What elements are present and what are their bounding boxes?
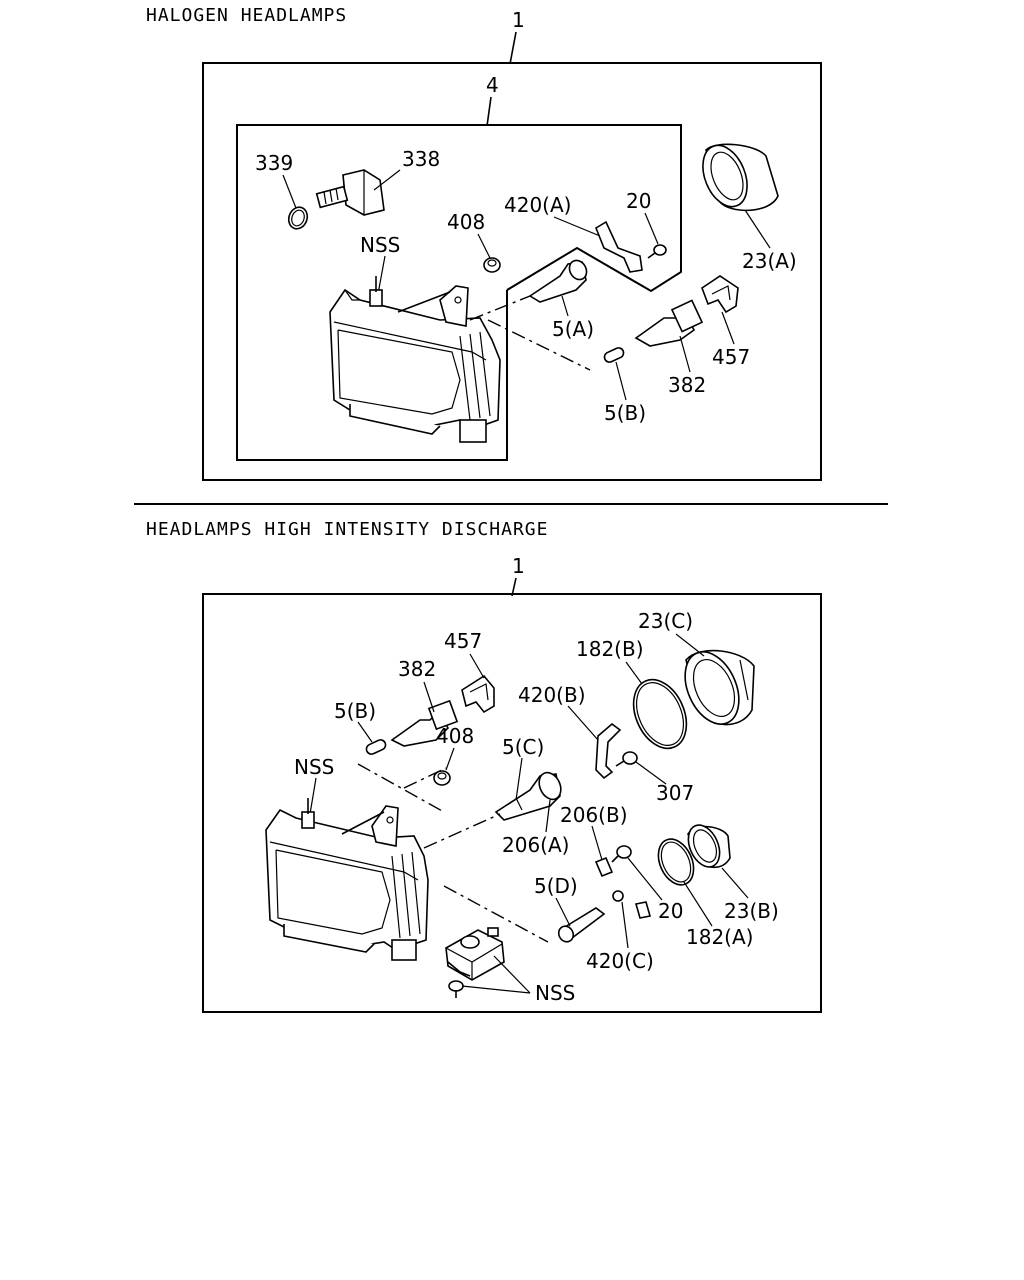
- label-nss-bottom: NSS: [535, 981, 575, 1005]
- cover-23b: [687, 824, 731, 869]
- label-382: 382: [668, 373, 706, 397]
- halogen-subassembly-ref: 4: [486, 73, 499, 97]
- bulb-5a: [528, 259, 588, 303]
- label-420c: 420(C): [586, 949, 654, 973]
- label-23c: 23(C): [638, 609, 693, 633]
- cover-23a: [702, 143, 779, 212]
- label-20-hid: 20: [658, 899, 683, 923]
- bushing-408-hid: [433, 770, 451, 786]
- label-20: 20: [626, 189, 651, 213]
- ballast-unit: [445, 927, 505, 981]
- headlamp-housing-halogen: [329, 276, 501, 443]
- label-206a: 206(A): [502, 833, 569, 857]
- label-339: 339: [255, 151, 293, 175]
- label-5d: 5(D): [534, 874, 578, 898]
- label-5b: 5(B): [604, 401, 646, 425]
- bracket-420a: [595, 220, 643, 273]
- label-nss-top: NSS: [294, 755, 334, 779]
- label-5b-hid: 5(B): [334, 699, 376, 723]
- hid-assembly-ref: 1: [512, 554, 525, 578]
- bulb-5b: [603, 347, 625, 363]
- adjuster-338: [315, 169, 385, 216]
- socket-382: [634, 299, 704, 347]
- o-ring-182b: [632, 678, 688, 750]
- hid-section-title: HEADLAMPS HIGH INTENSITY DISCHARGE: [146, 519, 548, 540]
- label-5a: 5(A): [552, 317, 594, 341]
- screw-307: [615, 751, 638, 767]
- cap-457: [701, 275, 739, 314]
- clip-206b: [594, 856, 614, 878]
- o-ring-182a: [657, 838, 695, 886]
- halogen-section-title: HALOGEN HEADLAMPS: [146, 5, 347, 26]
- label-408: 408: [447, 210, 485, 234]
- halogen-assembly-frame: [202, 62, 822, 481]
- label-206b: 206(B): [560, 803, 628, 827]
- label-420a: 420(A): [504, 193, 571, 217]
- label-338: 338: [402, 147, 440, 171]
- bulb-5b-hid: [365, 739, 387, 755]
- halogen-subassembly-outline: [236, 124, 682, 461]
- bushing-408: [483, 257, 501, 273]
- o-ring-339: [287, 206, 309, 230]
- label-457-hid: 457: [444, 629, 482, 653]
- halogen-assembly-ref: 1: [512, 8, 525, 32]
- label-nss: NSS: [360, 233, 400, 257]
- label-457: 457: [712, 345, 750, 369]
- bracket-420c: [612, 890, 652, 919]
- screw-20-hid: [611, 845, 632, 863]
- label-307: 307: [656, 781, 694, 805]
- socket-382-hid: [390, 699, 459, 747]
- label-420b: 420(B): [518, 683, 586, 707]
- hid-assembly-frame: [202, 593, 822, 1013]
- cap-457-hid: [461, 674, 495, 714]
- label-382-hid: 382: [398, 657, 436, 681]
- bracket-420b: [595, 722, 622, 780]
- label-5c: 5(C): [502, 735, 544, 759]
- screw-nss-bottom: [448, 980, 464, 998]
- label-182a: 182(A): [686, 925, 753, 949]
- cover-23c: [684, 649, 755, 726]
- bulb-5c: [494, 771, 562, 821]
- screw-20: [647, 244, 667, 259]
- label-23b: 23(B): [724, 899, 779, 923]
- label-23a: 23(A): [742, 249, 797, 273]
- label-408-hid: 408: [436, 724, 474, 748]
- headlamp-housing-hid: [265, 798, 429, 961]
- bulb-5d: [557, 907, 606, 943]
- label-182b: 182(B): [576, 637, 644, 661]
